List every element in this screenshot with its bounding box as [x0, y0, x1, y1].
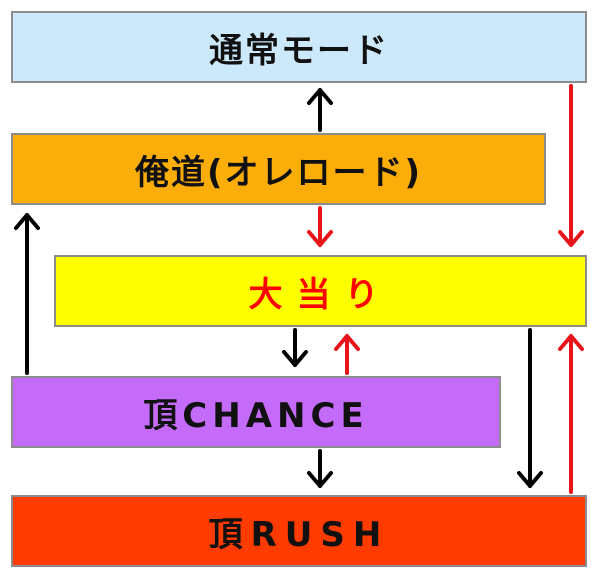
- node-ore-road: 俺道(オレロード): [11, 133, 546, 205]
- node-itadaki-rush: 頂RUSH: [11, 495, 587, 567]
- edge-chance-to-rush: [307, 449, 333, 488]
- node-itadaki-rush-label: 頂RUSH: [208, 514, 390, 555]
- edge-chance-to-jackpot: [334, 334, 360, 375]
- node-ore-road-label: 俺道(オレロード): [134, 152, 423, 193]
- node-jackpot-label: 大当り: [248, 274, 393, 315]
- edge-chance-to-ore: [14, 213, 40, 375]
- node-jackpot: 大当り: [54, 255, 587, 327]
- edge-jackpot-to-rush: [517, 328, 543, 488]
- edge-rush-to-jackpot: [558, 334, 584, 494]
- node-itadaki-chance: 頂CHANCE: [11, 376, 501, 448]
- node-normal-mode-label: 通常モード: [209, 30, 389, 71]
- node-itadaki-chance-label: 頂CHANCE: [143, 395, 369, 436]
- node-normal-mode: 通常モード: [11, 11, 587, 83]
- edge-ore-to-jackpot: [307, 206, 333, 247]
- edge-jackpot-to-chance: [282, 328, 308, 367]
- edge-ore-to-normal: [307, 88, 333, 132]
- edge-normal-to-jackpot: [558, 84, 584, 247]
